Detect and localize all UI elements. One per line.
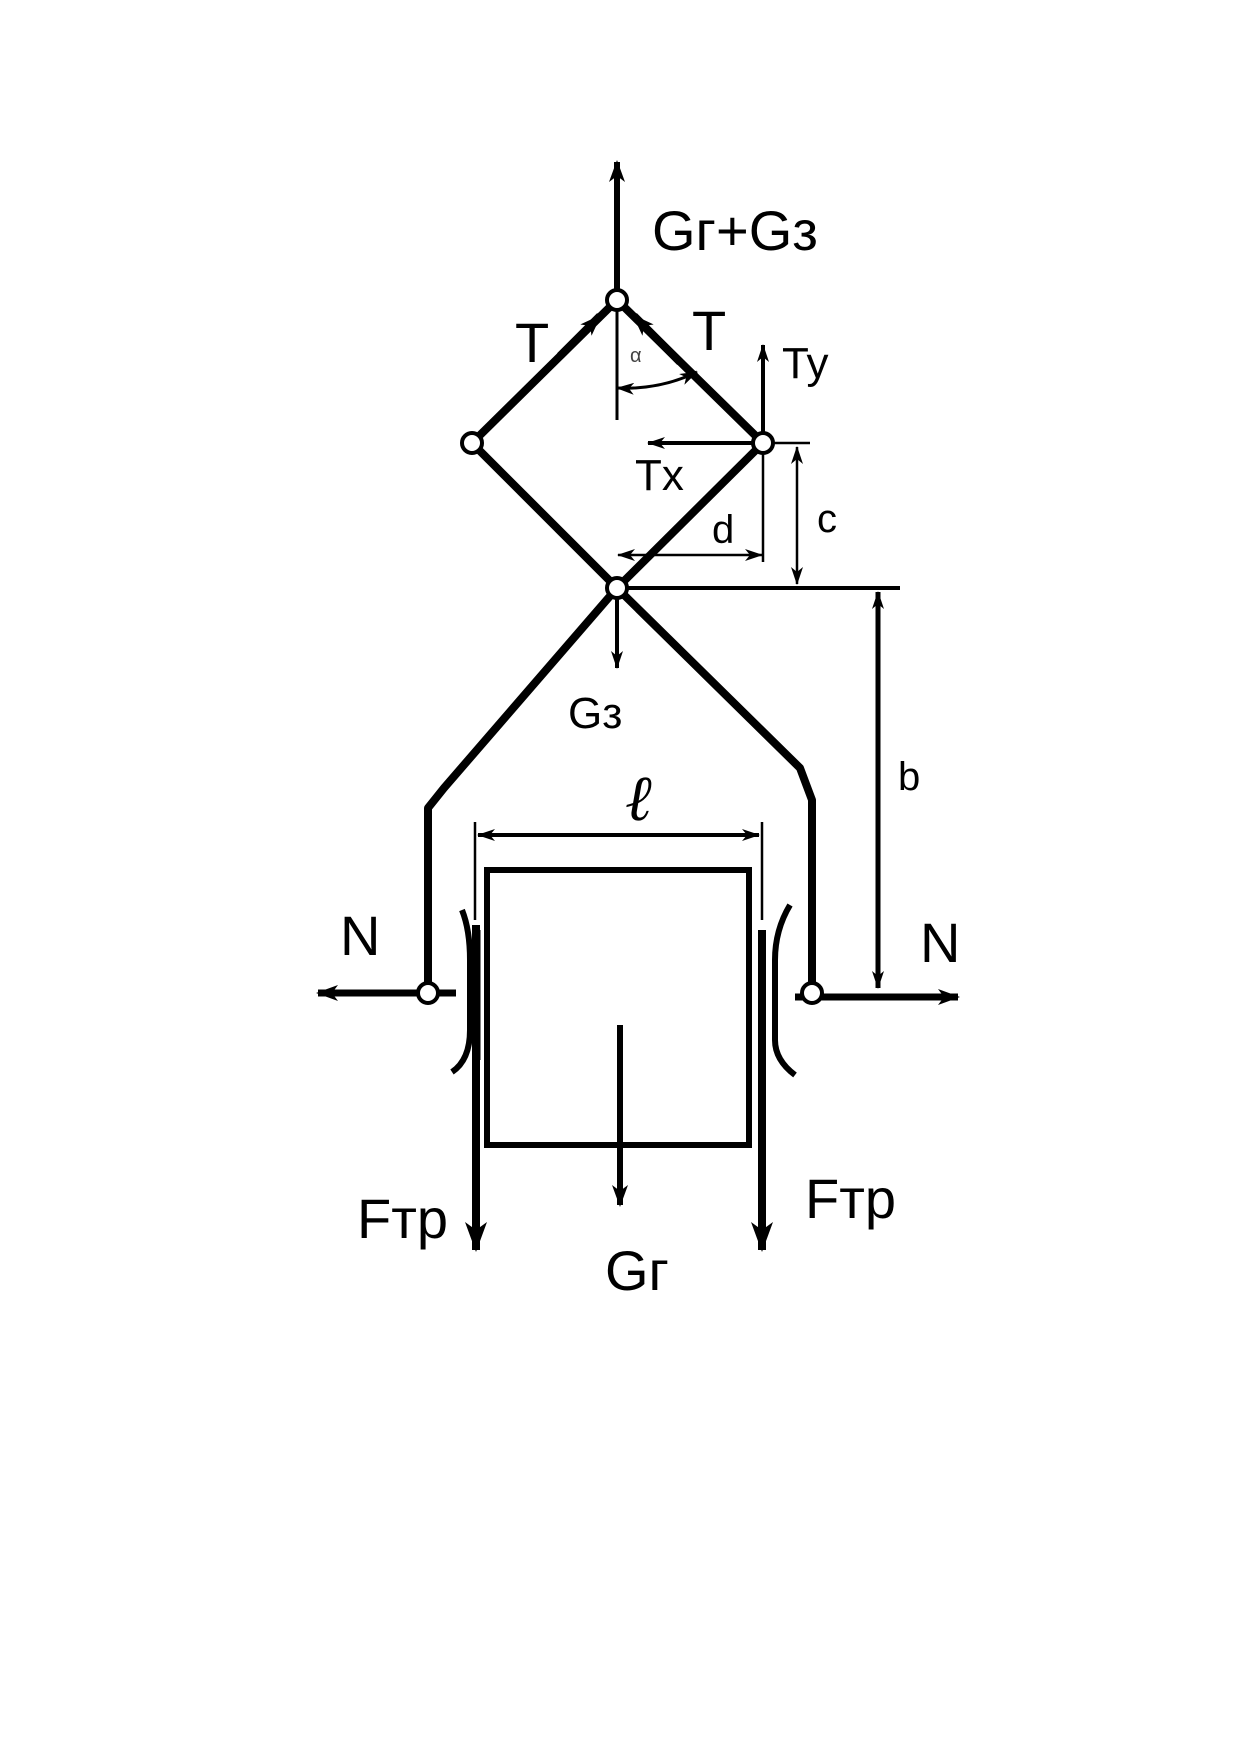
label-length: ℓ — [625, 762, 652, 836]
label-gripper-weight: Gз — [568, 689, 622, 738]
label-tension-right: T — [692, 299, 726, 362]
joint-top — [605, 288, 629, 312]
jaw-right — [772, 903, 797, 1078]
label-tension-left: T — [515, 311, 549, 374]
tension-arrow-left — [557, 313, 603, 359]
leg-right — [614, 585, 816, 990]
joint-bottom-left — [416, 981, 440, 1005]
joint-left — [460, 431, 484, 455]
link-mid-left — [469, 440, 620, 591]
link-mid-right — [614, 440, 766, 591]
label-dim-c: c — [817, 497, 837, 541]
label-tx: Tx — [635, 451, 684, 500]
jaw-left — [450, 908, 473, 1075]
label-alpha: α — [630, 345, 642, 367]
alpha-arc — [616, 370, 698, 395]
label-friction-left: Fтр — [357, 1187, 448, 1250]
joint-middle — [605, 576, 629, 600]
leg-left — [424, 585, 621, 985]
label-load-weight: Gг — [605, 1239, 669, 1302]
label-total-weight: Gг+Gз — [652, 199, 818, 262]
tension-arrow-right — [631, 313, 683, 365]
label-ty: Ty — [782, 339, 828, 388]
label-normal-left: N — [340, 904, 380, 967]
joint-bottom-right — [800, 981, 824, 1005]
label-normal-right: N — [920, 911, 960, 974]
label-dim-d: d — [712, 508, 734, 552]
label-dim-b: b — [898, 755, 920, 799]
joint-right — [751, 431, 775, 455]
label-friction-right: Fтр — [805, 1167, 896, 1230]
